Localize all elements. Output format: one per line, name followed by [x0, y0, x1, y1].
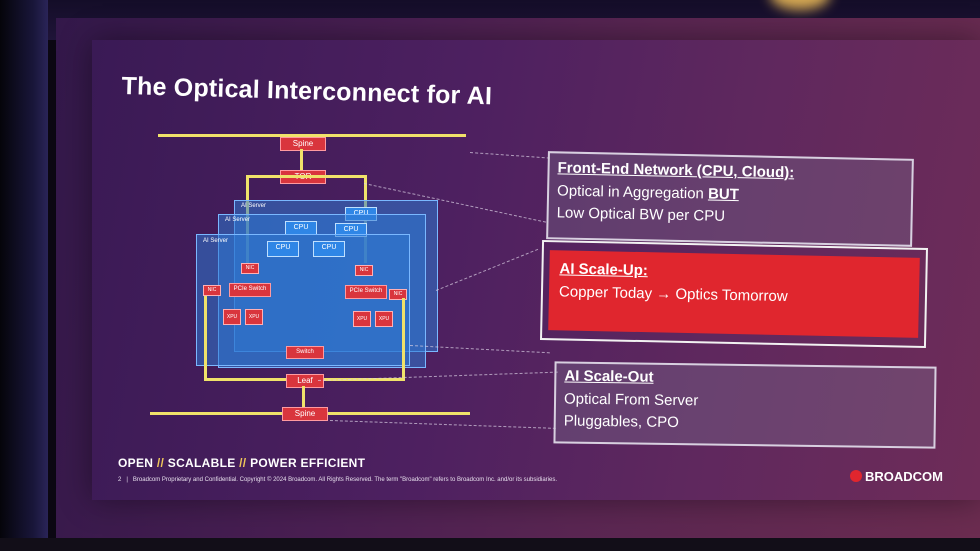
xpu-chip: XPU	[375, 311, 393, 327]
legal-text: Broadcom Proprietary and Confidential. C…	[133, 477, 557, 483]
callout-title: AI Scale-Up:	[559, 260, 909, 284]
nic-chip: NIC	[203, 285, 221, 296]
broadcom-logo: BROADCOM	[850, 469, 943, 484]
callout-line: Pluggables, CPO	[564, 410, 926, 437]
spine-to-tor-link	[300, 149, 303, 171]
cpu-chip: CPU	[285, 221, 317, 235]
footer-tagline: OPEN // SCALABLE // POWER EFFICIENT	[118, 456, 365, 470]
switch-node: Switch	[286, 346, 324, 359]
nic-chip: NIC	[355, 265, 373, 276]
footer-legal: 2 | Broadcom Proprietary and Confidentia…	[118, 477, 557, 483]
pcie-switch-node: PCIe Switch	[345, 285, 387, 299]
network-diagram: Spine TOR AI Server CPU AI Server CPU CP…	[150, 128, 480, 428]
server-link-left	[204, 296, 207, 378]
callout-scale-out: AI Scale-Out Optical From Server Pluggab…	[553, 361, 936, 448]
leaf-node: Leaf	[286, 374, 324, 388]
callout-front-end: Front-End Network (CPU, Cloud): Optical …	[546, 151, 914, 247]
callout-scale-up-frame: AI Scale-Up: Copper Today → Optics Tomor…	[540, 240, 928, 348]
callout-scale-up: AI Scale-Up: Copper Today → Optics Tomor…	[548, 250, 920, 338]
xpu-chip: XPU	[223, 309, 241, 325]
server-link-right	[402, 298, 405, 380]
stage-floor	[0, 538, 980, 551]
broadcom-logo-icon	[850, 470, 862, 482]
nic-chip: NIC	[241, 263, 259, 274]
spine-node-bottom: Spine	[282, 407, 328, 421]
cpu-chip: CPU	[267, 241, 299, 257]
xpu-chip: XPU	[353, 311, 371, 327]
xpu-chip: XPU	[245, 309, 263, 325]
cpu-chip: CPU	[313, 241, 345, 257]
spine-node-top: Spine	[280, 137, 326, 151]
callout-title: AI Scale-Out	[564, 367, 926, 389]
page-number: 2	[118, 477, 121, 483]
callout-title: Front-End Network (CPU, Cloud):	[557, 159, 903, 183]
tor-link-bar	[246, 175, 366, 178]
callout-line: Copper Today → Optics Tomorrow	[559, 281, 909, 310]
pcie-switch-node: PCIe Switch	[229, 283, 271, 297]
stage-pillar	[0, 0, 48, 551]
